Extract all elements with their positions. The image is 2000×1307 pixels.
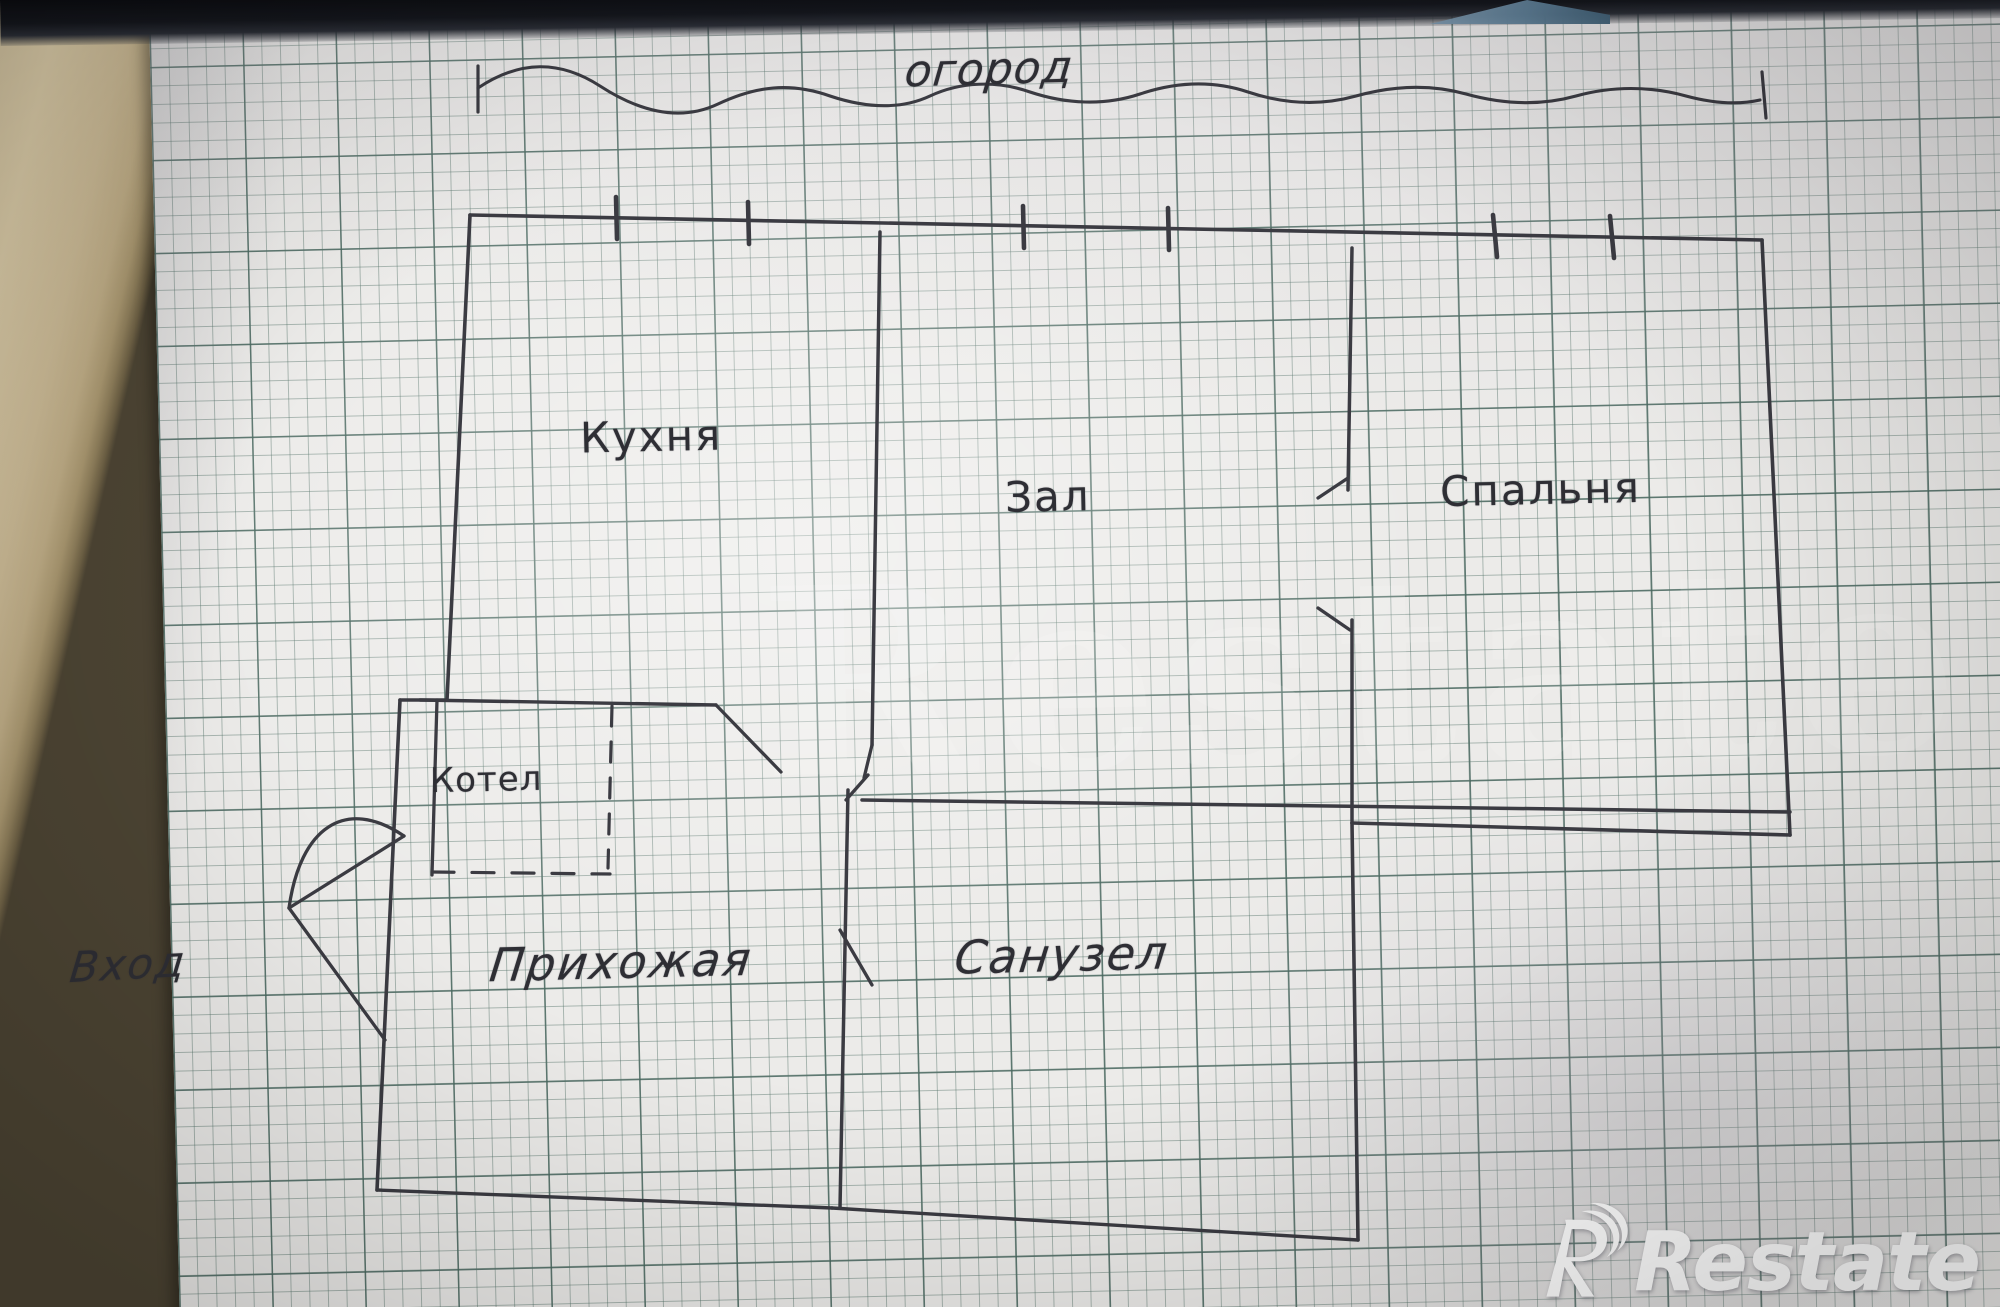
- window-tick-6: [1607, 213, 1617, 261]
- exterior-wall-top: [468, 213, 1764, 242]
- interior-wall-living-bedroom-upper: [1346, 246, 1354, 492]
- window-tick-3: [1020, 203, 1027, 251]
- window-tick-2: [745, 199, 752, 247]
- exterior-wall-left-lower: [375, 698, 402, 1192]
- window-tick-1: [613, 194, 620, 242]
- entrance-door-leaf-lower: [287, 906, 387, 1042]
- entrance-door-leaf-upper: [287, 834, 406, 910]
- exterior-wall-bathroom-right: [1350, 821, 1360, 1242]
- door-jamb-hallway-right: [838, 928, 874, 987]
- interior-wall-hallway-bathroom: [838, 788, 850, 1210]
- window-tick-5: [1490, 212, 1500, 260]
- garden-boundary-wavy-line: [476, 65, 1762, 115]
- door-jamb-bedroom-bottom: [1316, 606, 1352, 632]
- garden-right-tick: [1760, 70, 1768, 120]
- exterior-wall-bottom-bath: [830, 1206, 1360, 1242]
- boiler-room-left-wall: [430, 698, 439, 877]
- exterior-wall-left-upper: [445, 213, 472, 702]
- door-mark-hallway-bathroom: [844, 773, 870, 802]
- boiler-room-dashed-bottom: [430, 870, 612, 876]
- interior-wall-kitchen-hallway: [418, 698, 718, 707]
- window-tick-4: [1165, 205, 1172, 253]
- interior-wall-living-bathroom: [860, 798, 1792, 814]
- exterior-wall-bottom-right: [1350, 821, 1792, 837]
- window-ticks-top-wall: [613, 194, 1617, 261]
- door-jamb-kitchen-south: [862, 743, 874, 780]
- entrance-door-swing-arc: [287, 817, 406, 910]
- door-jamb-bedroom-top: [1316, 476, 1350, 500]
- exterior-wall-bottom-hall: [375, 1188, 834, 1210]
- door-mark-kitchen-hallway: [714, 703, 783, 774]
- interior-wall-kitchen-living: [870, 230, 882, 747]
- exterior-wall-right: [1760, 238, 1792, 837]
- boiler-room-dashed-right: [606, 704, 614, 870]
